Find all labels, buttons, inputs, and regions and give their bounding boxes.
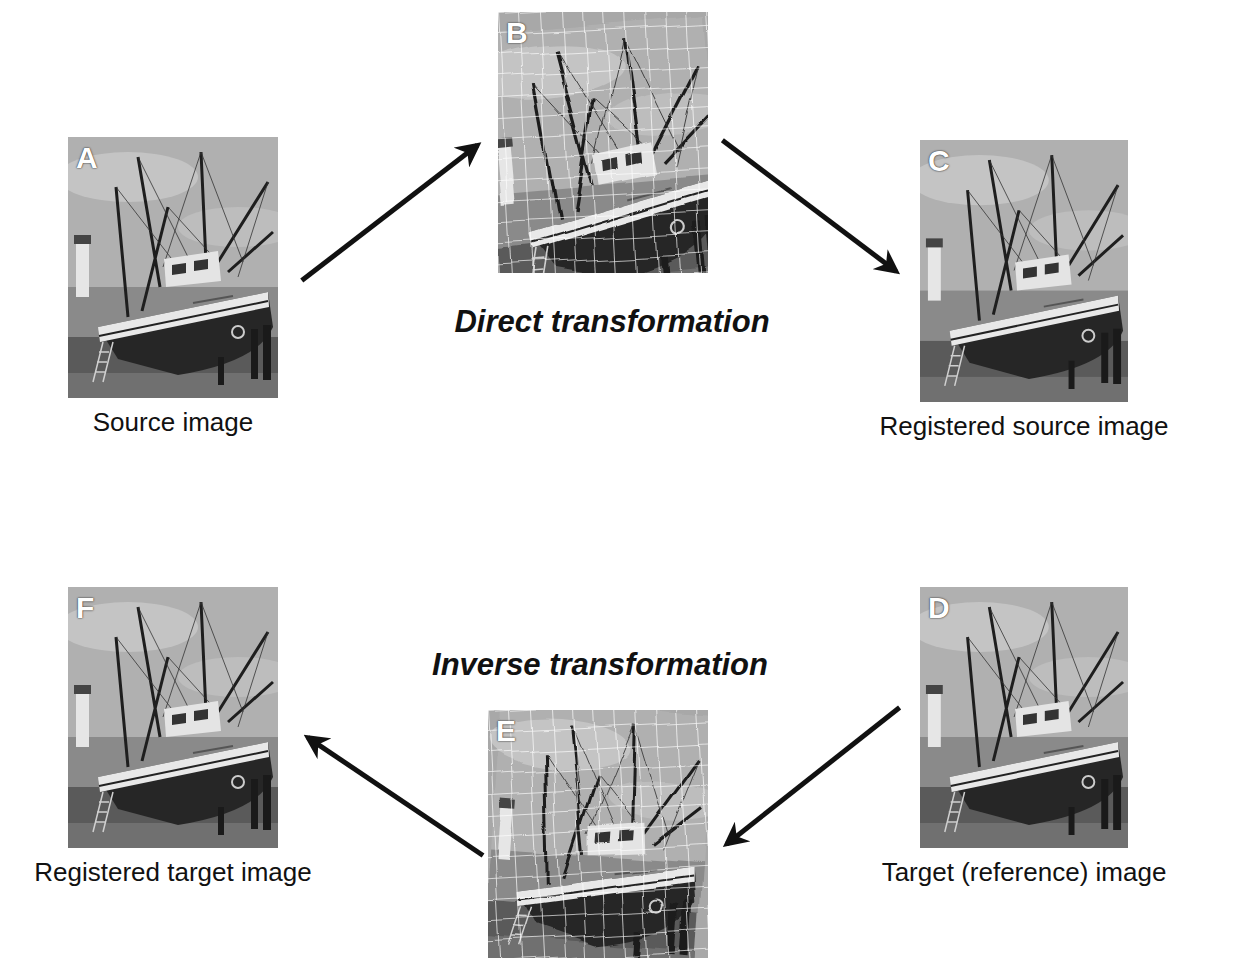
warped-group: [488, 710, 708, 958]
transformation-label: Direct transformation: [454, 304, 769, 340]
panel-letter: F: [76, 593, 94, 623]
deformation-grid: [488, 710, 708, 958]
label-holder: Direct transformation: [454, 304, 769, 340]
boat-photo: [488, 710, 708, 958]
registered-photo: [920, 140, 1128, 402]
image-caption: Source image: [93, 408, 253, 438]
transformation-arrow: [308, 738, 483, 856]
panel-letter: C: [928, 146, 950, 176]
transformation-label: Inverse transformation: [432, 647, 768, 683]
transformation-arrow: [302, 145, 478, 280]
image-panel: E: [488, 710, 708, 958]
panel-letter: D: [928, 593, 950, 623]
image-panel: B: [498, 12, 708, 273]
image-caption: Registered source image: [879, 412, 1168, 442]
warped-photo: [498, 12, 708, 273]
transformation-arrow: [722, 140, 896, 271]
warped-photo: [488, 710, 708, 958]
deformation-grid: [498, 12, 708, 273]
panel-letter: A: [76, 143, 98, 173]
image-panel: CRegistered source image: [920, 140, 1128, 402]
boat-photo: [920, 587, 1128, 848]
warped-group: [498, 12, 708, 273]
source-photo: [68, 137, 278, 398]
boat-photo: [920, 140, 1128, 402]
image-caption: Target (reference) image: [882, 858, 1167, 888]
image-panel: DTarget (reference) image: [920, 587, 1128, 848]
image-panel: FRegistered target image: [68, 587, 278, 848]
boat-photo: [68, 137, 278, 398]
boat-photo: [68, 587, 278, 848]
panel-letter: E: [496, 716, 516, 746]
panel-letter: B: [506, 18, 528, 48]
image-panel: ASource image: [68, 137, 278, 398]
target-photo: [920, 587, 1128, 848]
registered-photo: [68, 587, 278, 848]
image-caption: Registered target image: [34, 858, 311, 888]
transformation-arrow: [727, 708, 900, 844]
label-holder: Inverse transformation: [432, 647, 768, 683]
